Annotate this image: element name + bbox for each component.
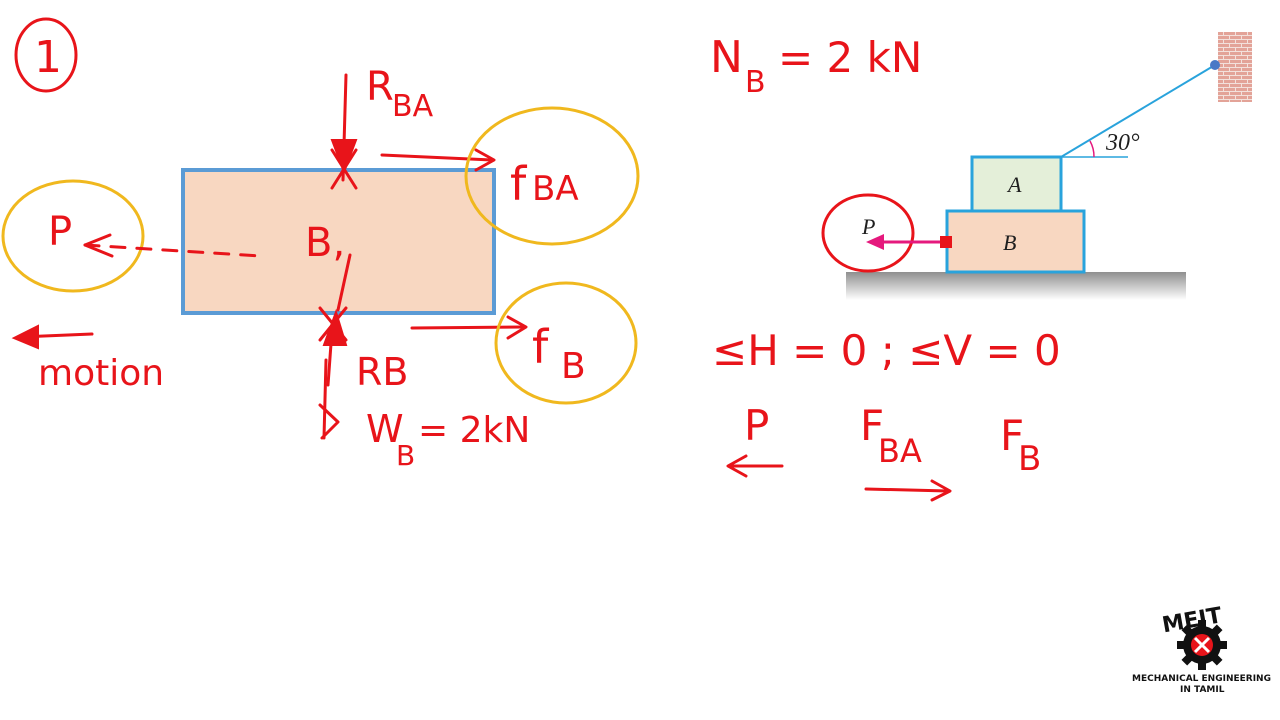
svg-text:1: 1 (34, 32, 62, 83)
svg-text:W: W (366, 407, 404, 451)
rope-anchor (1210, 60, 1220, 70)
svg-text:P: P (48, 209, 72, 255)
svg-text:RB: RB (356, 350, 408, 394)
block-b (945, 209, 1086, 274)
meit-logo: MEIT MECHANICAL ENGINEERING IN TAMIL (1132, 603, 1271, 695)
ground (846, 272, 1186, 300)
fbd-reaction-ba-arrow: R BA (330, 64, 434, 190)
fbd-reaction-b-arrow: RB (318, 253, 408, 394)
fbd-block-b (181, 168, 496, 315)
fbd-block-label: B, (305, 220, 345, 266)
logo-line1: MECHANICAL ENGINEERING (1132, 674, 1271, 684)
gear-icon (1177, 620, 1227, 670)
fbd-friction-b: f B (410, 281, 638, 405)
svg-text:P: P (744, 401, 769, 450)
note-force-fba: F BA (860, 401, 952, 502)
svg-text:BA: BA (532, 169, 579, 209)
logo-line2: IN TAMIL (1180, 685, 1225, 695)
fbd-friction-ba: f BA (380, 106, 640, 246)
rope (1060, 64, 1216, 158)
force-p-highlight (821, 193, 915, 273)
svg-text:F: F (1000, 411, 1024, 460)
angle-arc (1089, 140, 1095, 158)
svg-text:N: N (710, 32, 743, 83)
fbd-force-p: P (1, 179, 262, 293)
svg-text:motion: motion (38, 353, 164, 394)
svg-text:B: B (561, 346, 586, 387)
problem-number: 1 (14, 17, 78, 93)
block-a (970, 155, 1063, 213)
svg-text:R: R (366, 64, 394, 110)
wall-icon (1218, 32, 1252, 102)
svg-text:f: f (532, 320, 550, 374)
svg-text:f: f (510, 157, 528, 211)
block-b-label: B (1003, 230, 1016, 255)
force-p-label: P (861, 214, 875, 239)
block-a-label: A (1006, 172, 1022, 197)
svg-text:BA: BA (878, 432, 922, 470)
fbd-motion-indicator: motion (11, 324, 164, 394)
note-force-fb: F B (1000, 411, 1041, 479)
angle-label: 30° (1105, 130, 1140, 156)
fbd-weight-arrow: W B = 2kN (318, 358, 530, 472)
svg-text:B: B (1018, 439, 1041, 479)
svg-text:B: B (396, 439, 415, 472)
svg-text:F: F (860, 401, 884, 450)
svg-text:B: B (745, 65, 766, 100)
note-normal-reaction: N B = 2 kN (710, 32, 922, 100)
svg-text:= 2 kN: = 2 kN (778, 33, 922, 82)
force-p-point (940, 236, 952, 248)
svg-text:= 2kN: = 2kN (418, 410, 530, 451)
note-equilibrium: ≤H = 0 ; ≤V = 0 (712, 326, 1061, 375)
force-p-arrowhead (866, 234, 884, 250)
textbook-figure: 30° A B P (821, 32, 1252, 300)
svg-text:BA: BA (392, 89, 434, 124)
note-force-p: P (726, 401, 784, 478)
